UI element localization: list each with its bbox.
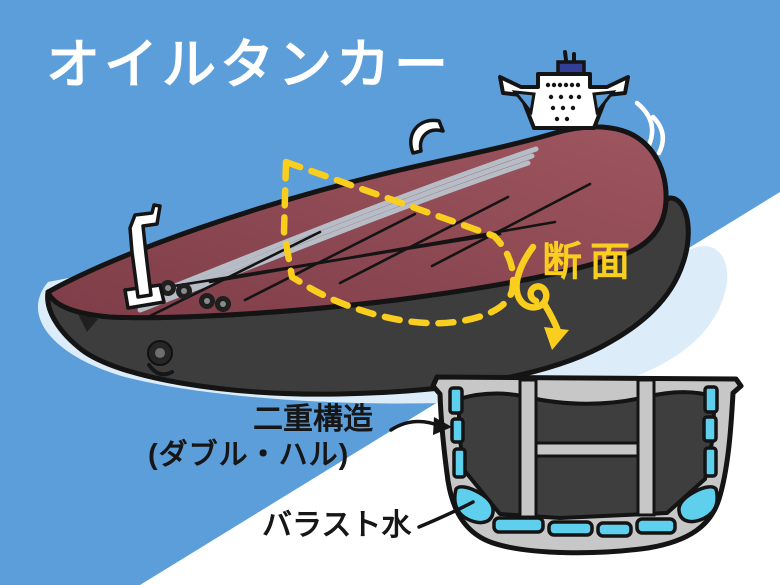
superstructure <box>498 50 630 130</box>
deck-vent-hook <box>409 118 445 155</box>
double-hull-pointer-arrow <box>389 417 452 435</box>
cross-section-arrow <box>513 243 569 350</box>
internal-bulkheads <box>518 378 656 519</box>
hull-cross-section <box>430 374 744 556</box>
anchor <box>78 314 174 377</box>
double-hull-sublabel: (ダブル・ハル) <box>148 439 350 471</box>
double-hull-label: 二重構造 <box>253 403 373 436</box>
cross-section-label: 断面 <box>542 240 638 284</box>
ballast-water-label: バラスト水 <box>262 509 412 542</box>
cross-section-highlight-box <box>280 158 517 327</box>
bow-mast <box>123 203 166 310</box>
page-title: オイルタンカー <box>46 35 452 95</box>
ballast-tanks <box>448 385 719 538</box>
ballast-pointer-line <box>417 500 475 529</box>
deck-winches <box>160 280 231 312</box>
bridge-windows <box>545 82 582 122</box>
